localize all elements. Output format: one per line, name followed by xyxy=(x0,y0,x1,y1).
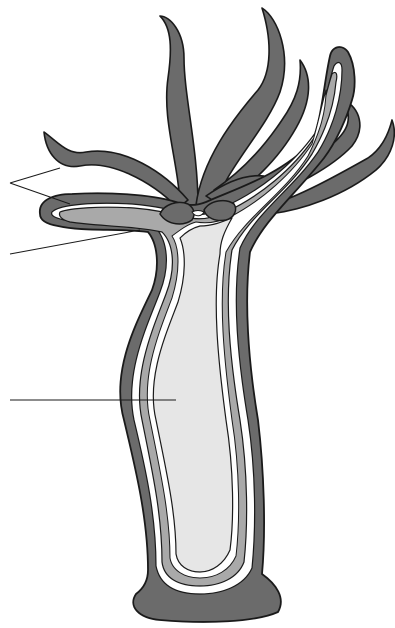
body-wall xyxy=(40,47,355,622)
tentacles-pointer-line-2 xyxy=(10,183,70,204)
tentacle-upper-left xyxy=(160,16,198,205)
tentacles-pointer-line-1 xyxy=(10,168,60,183)
mouth-hypostome-pointer-line xyxy=(10,230,140,254)
